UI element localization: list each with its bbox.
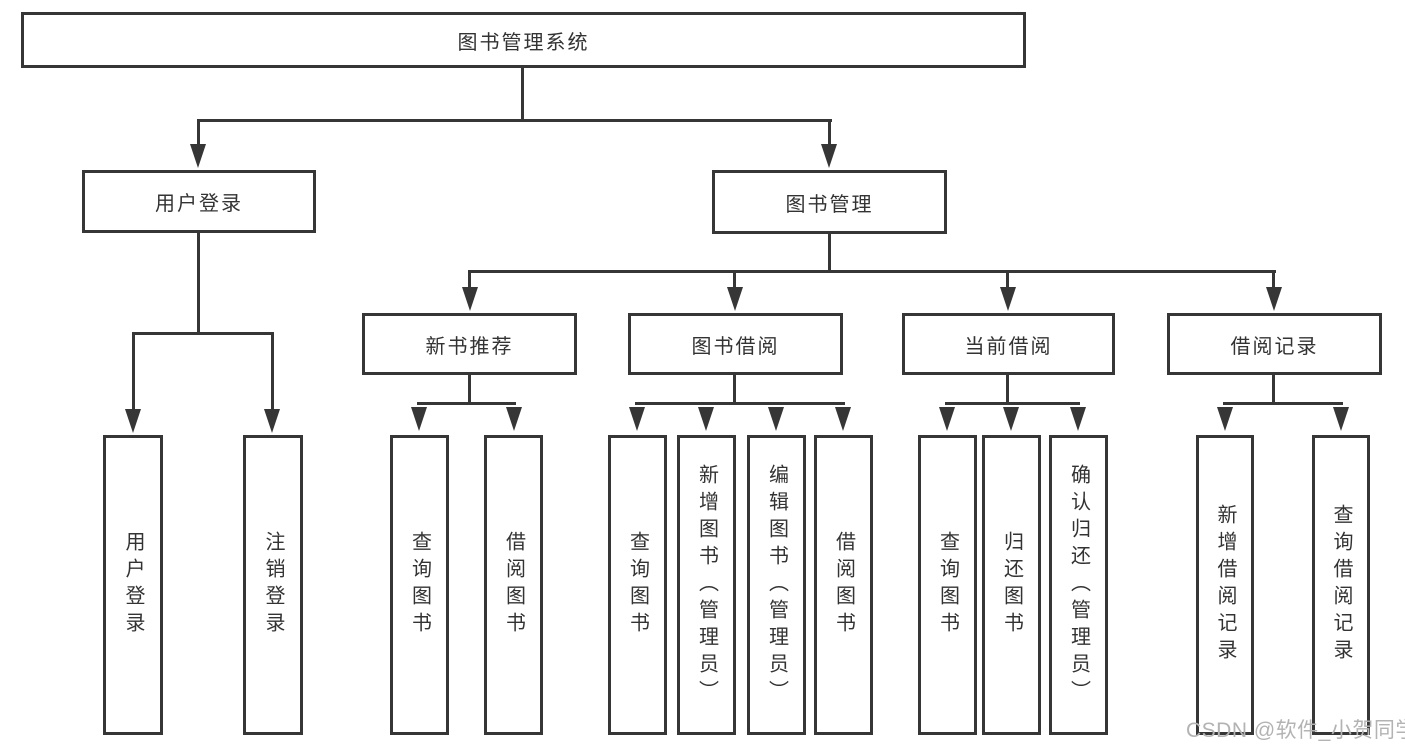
arrow-down-icon bbox=[939, 407, 955, 431]
arrow-down-icon bbox=[835, 407, 851, 431]
arrow-down-icon bbox=[629, 407, 645, 431]
arrow-down-icon bbox=[1070, 407, 1086, 431]
arrow-down-icon bbox=[1266, 287, 1282, 311]
connector-line bbox=[271, 332, 274, 411]
connector-line bbox=[521, 68, 524, 122]
node-book-management: 图书管理 bbox=[712, 170, 947, 234]
leaf-add-borrow-record: 新增借阅记录 bbox=[1196, 435, 1254, 735]
connector-line bbox=[417, 402, 516, 405]
node-library-management-system: 图书管理系统 bbox=[21, 12, 1026, 68]
connector-line bbox=[828, 119, 831, 148]
node-book-borrowing: 图书借阅 bbox=[628, 313, 843, 375]
arrow-down-icon bbox=[1333, 407, 1349, 431]
connector-line bbox=[733, 375, 736, 405]
arrow-down-icon bbox=[698, 407, 714, 431]
connector-line bbox=[132, 332, 274, 335]
arrow-down-icon bbox=[1003, 407, 1019, 431]
arrow-down-icon bbox=[264, 409, 280, 433]
connector-line bbox=[468, 375, 471, 405]
connector-line bbox=[197, 119, 200, 148]
connector-line bbox=[468, 270, 471, 289]
leaf-borrowing-query-books: 查询图书 bbox=[608, 435, 667, 735]
arrow-down-icon bbox=[768, 407, 784, 431]
connector-line bbox=[1223, 402, 1343, 405]
connector-line bbox=[828, 234, 831, 273]
arrow-down-icon bbox=[821, 144, 837, 168]
connector-line bbox=[1006, 375, 1009, 405]
arrow-down-icon bbox=[506, 407, 522, 431]
leaf-return-books: 归还图书 bbox=[982, 435, 1041, 735]
leaf-logout: 注销登录 bbox=[243, 435, 303, 735]
connector-line bbox=[197, 119, 832, 122]
arrow-down-icon bbox=[411, 407, 427, 431]
leaf-recommend-query-books: 查询图书 bbox=[390, 435, 449, 735]
connector-line bbox=[1272, 375, 1275, 405]
connector-line bbox=[197, 233, 200, 335]
arrow-down-icon bbox=[125, 409, 141, 433]
arrow-down-icon bbox=[1217, 407, 1233, 431]
arrow-down-icon bbox=[462, 287, 478, 311]
node-user-login: 用户登录 bbox=[82, 170, 316, 233]
connector-line bbox=[468, 270, 1276, 273]
connector-line bbox=[1272, 270, 1275, 289]
node-current-borrowing: 当前借阅 bbox=[902, 313, 1115, 375]
arrow-down-icon bbox=[190, 144, 206, 168]
leaf-recommend-borrow-books: 借阅图书 bbox=[484, 435, 543, 735]
leaf-add-books-admin: 新增图书（管理员） bbox=[677, 435, 736, 735]
connector-line bbox=[1006, 270, 1009, 289]
arrow-down-icon bbox=[727, 287, 743, 311]
connector-line bbox=[635, 402, 845, 405]
connector-line bbox=[132, 332, 135, 411]
connector-line bbox=[733, 270, 736, 289]
node-borrowing-records: 借阅记录 bbox=[1167, 313, 1382, 375]
leaf-user-login: 用户登录 bbox=[103, 435, 163, 735]
arrow-down-icon bbox=[1000, 287, 1016, 311]
leaf-current-query-books: 查询图书 bbox=[918, 435, 977, 735]
leaf-edit-books-admin: 编辑图书（管理员） bbox=[747, 435, 806, 735]
connector-line bbox=[945, 402, 1080, 405]
leaf-borrowing-borrow-books: 借阅图书 bbox=[814, 435, 873, 735]
node-new-book-recommend: 新书推荐 bbox=[362, 313, 577, 375]
leaf-confirm-return-admin: 确认归还（管理员） bbox=[1049, 435, 1108, 735]
leaf-query-borrow-record: 查询借阅记录 bbox=[1312, 435, 1370, 735]
csdn-watermark: CSDN @软件_小贺同学 bbox=[1186, 719, 1405, 742]
